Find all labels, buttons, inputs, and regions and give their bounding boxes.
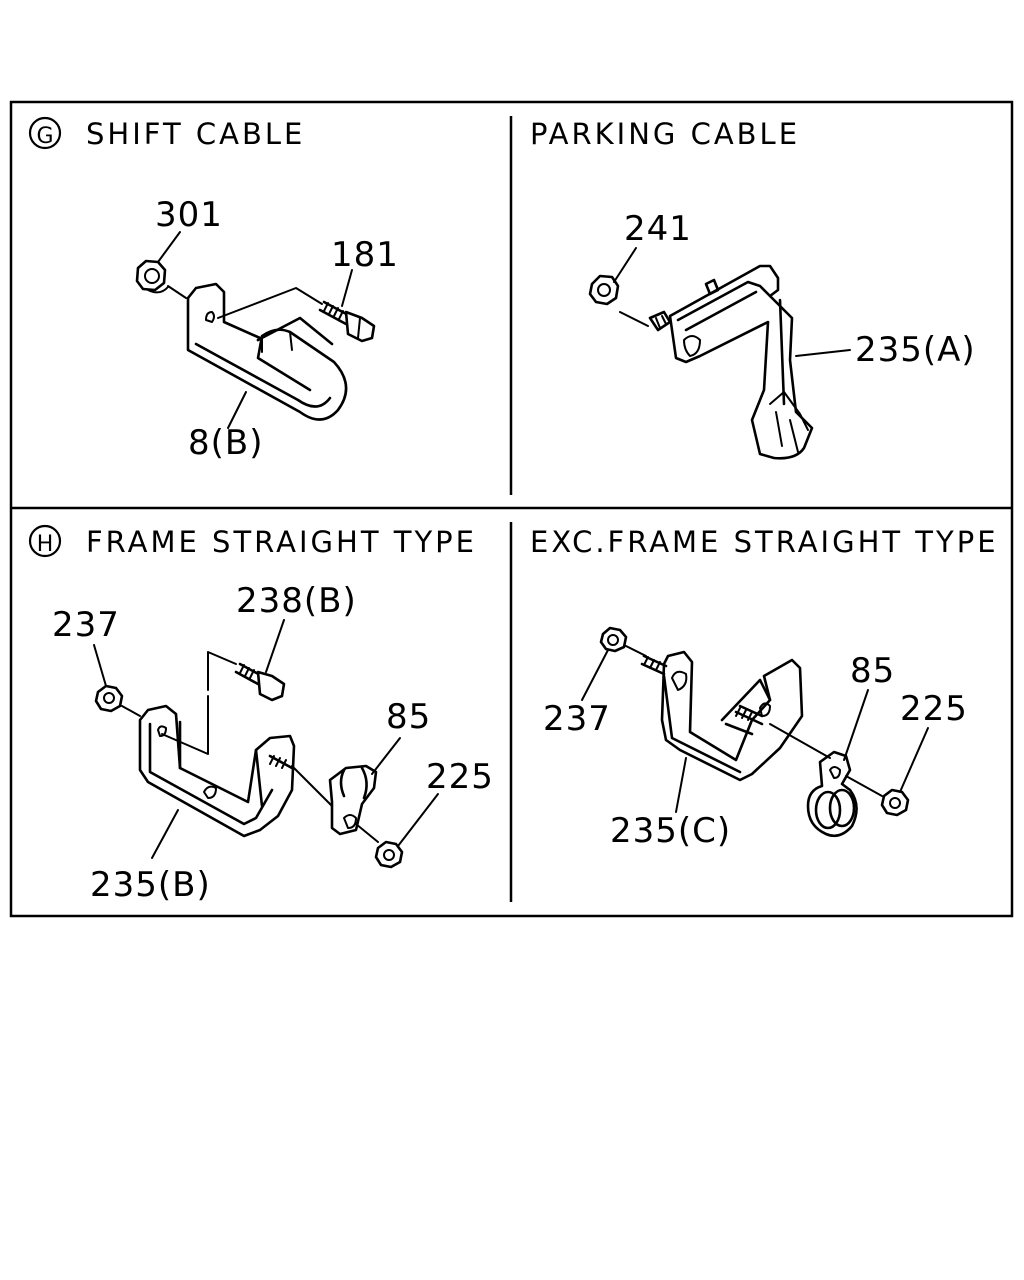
section-marker-g-circle [28, 116, 62, 150]
label-8b: 8(B) [188, 423, 264, 463]
bracket-235b-drawing [138, 651, 333, 838]
label-181: 181 [331, 235, 399, 275]
label-235b: 235(B) [90, 865, 211, 905]
flange-nut-241-drawing [588, 274, 649, 327]
label-85-h: 85 [386, 697, 431, 737]
leader-238b [265, 619, 285, 673]
leader-8b [227, 391, 247, 429]
label-225-h: 225 [426, 757, 494, 797]
leader-225-h [397, 793, 439, 847]
panel-parking-cable: PARKING CABLE 241 235(A) [530, 117, 976, 460]
section-marker-h: H [37, 532, 54, 557]
panel-title-parking-cable: PARKING CABLE [530, 117, 800, 151]
leader-85-h [371, 737, 401, 775]
panel-title-exc-frame-straight: EXC.FRAME STRAIGHT TYPE [530, 525, 999, 559]
leader-181 [341, 269, 353, 307]
leader-237-exc [581, 649, 609, 701]
label-237-h: 237 [52, 605, 120, 645]
flange-nut-225-exc-drawing [880, 788, 910, 817]
leader-85-exc [843, 689, 869, 761]
panel-title-frame-straight: FRAME STRAIGHT TYPE [86, 525, 477, 559]
label-241: 241 [624, 209, 692, 249]
clip-85-drawing [328, 764, 379, 843]
flange-nut-237-exc-drawing [599, 626, 647, 657]
flange-bolt-181-drawing [318, 300, 376, 343]
label-225-exc: 225 [900, 689, 968, 729]
label-85-exc: 85 [850, 651, 895, 691]
label-301: 301 [155, 195, 223, 235]
label-235c: 235(C) [610, 811, 731, 851]
flange-nut-225-drawing [374, 840, 404, 869]
label-235a: 235(A) [855, 330, 976, 370]
flange-nut-301-drawing [135, 259, 169, 294]
clip-85-exc-drawing [806, 750, 883, 838]
flange-nut-237-drawing [94, 684, 141, 717]
section-marker-g: G [36, 124, 53, 149]
panel-shift-cable: G SHIFT CABLE 301 [28, 116, 399, 463]
label-237-exc: 237 [543, 699, 611, 739]
flange-bolt-238b-drawing [234, 662, 286, 702]
bracket-235a-drawing [648, 264, 814, 460]
panel-frame-straight-type: H FRAME STRAIGHT TYPE [28, 524, 494, 905]
bracket-8b-drawing [167, 282, 348, 421]
leader-241 [613, 247, 637, 283]
leader-225-exc [899, 727, 929, 793]
leader-235c [675, 757, 687, 813]
panel-exc-frame-straight-type: EXC.FRAME STRAIGHT TYPE [530, 525, 999, 851]
section-marker-h-circle [28, 524, 62, 558]
bracket-235c-drawing [640, 650, 831, 782]
leader-237-h [93, 644, 107, 687]
leader-235a [795, 349, 851, 357]
leader-301 [157, 231, 181, 263]
leader-235b [151, 809, 179, 859]
panel-title-shift-cable: SHIFT CABLE [86, 117, 305, 151]
label-238b: 238(B) [236, 581, 357, 621]
